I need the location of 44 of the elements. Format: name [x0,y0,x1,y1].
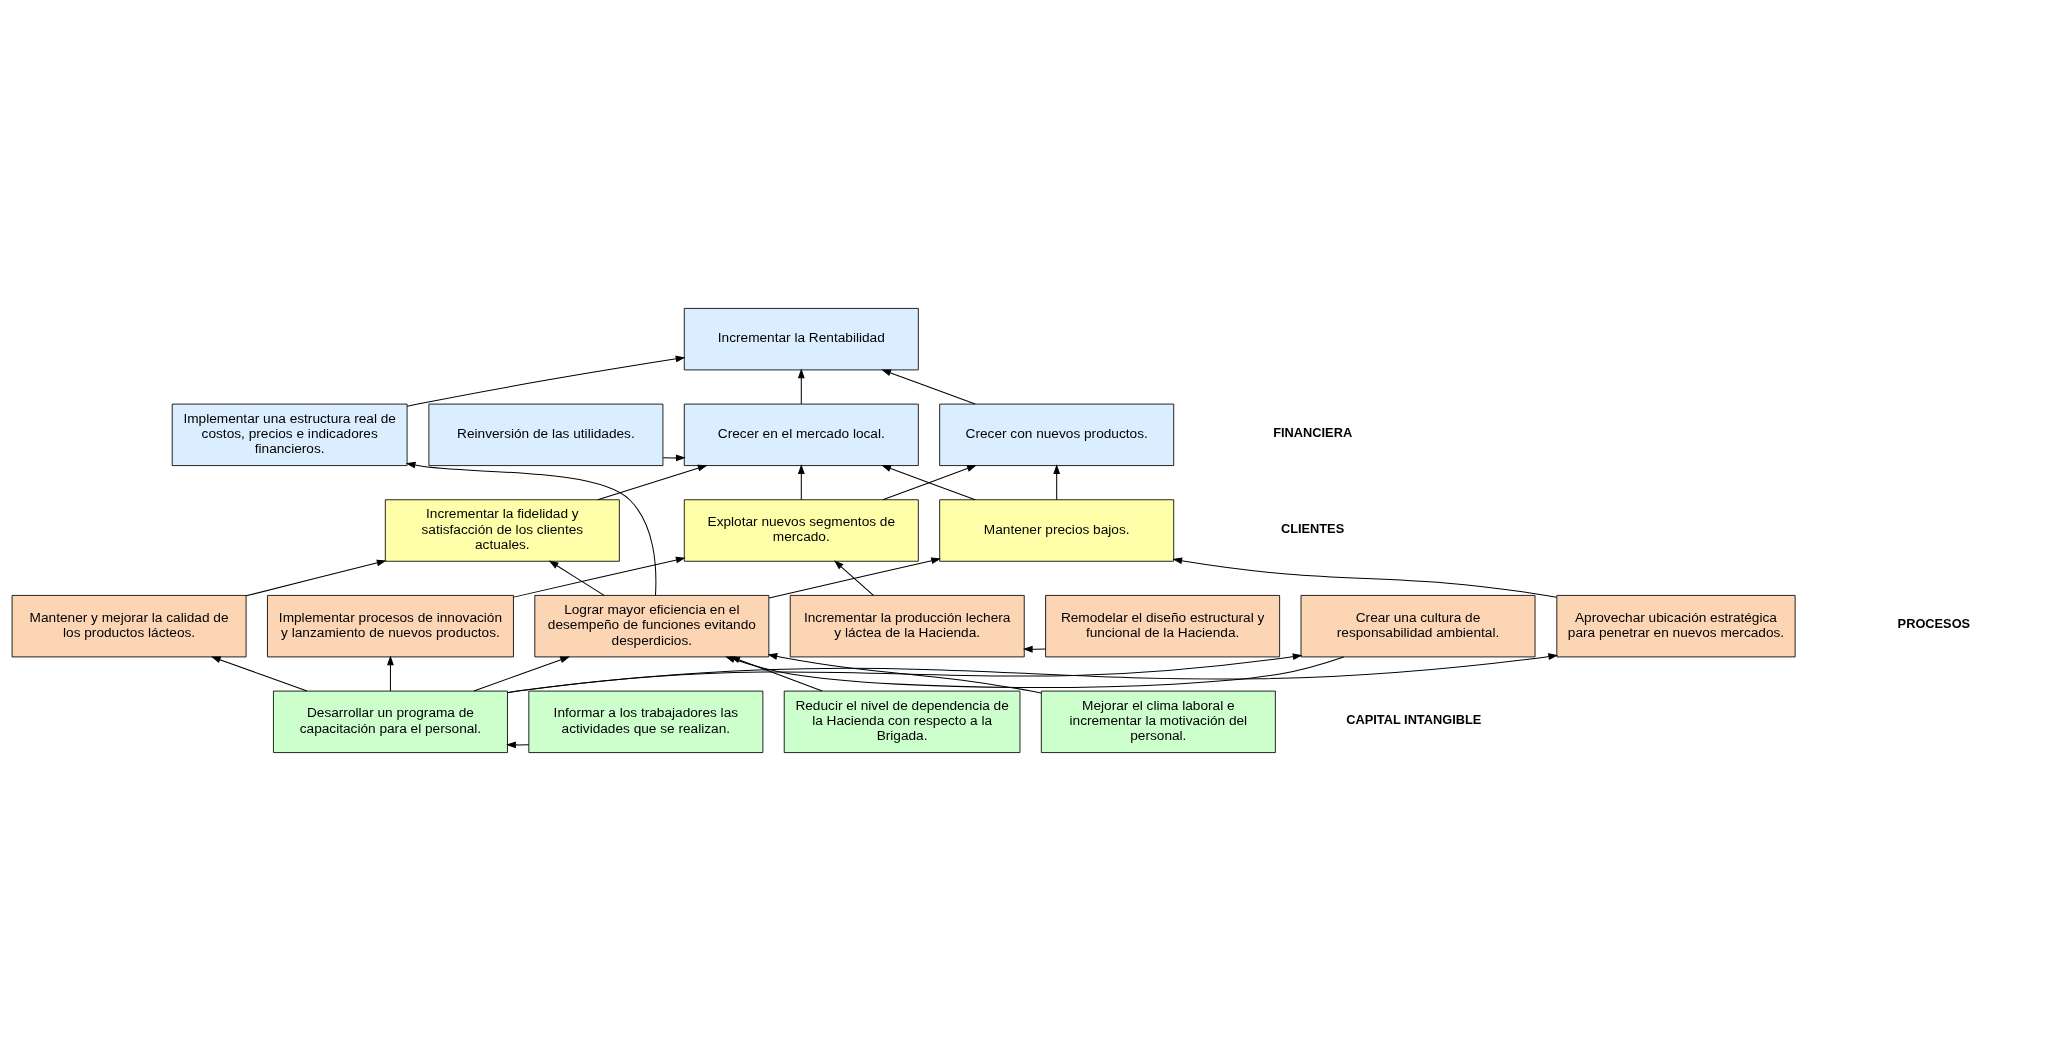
label: FINANCIERA [1273,424,1353,440]
arrow [513,556,686,598]
arrow [473,655,570,691]
node-box: Informar a los trabajadores las actividades que se realizan. [528,690,764,753]
arrow [767,652,1042,694]
node-box: Incrementar la producción lechera y láctea de la Hacienda. [789,594,1025,657]
node-box: Crecer con nuevos productos. [939,403,1175,466]
node-box: Implementar una estructura real de costos, precios e indicadores financieros. [171,403,408,466]
arrow [597,464,708,500]
arrow [797,463,805,500]
arrow [881,368,976,404]
label: PROCESOS [1897,615,1971,631]
node-box: Incrementar la fidelidad y satisfacción de los clientes actuales. [384,498,620,562]
node-box: Incrementar la Rentabilidad [683,307,919,370]
arrow [548,560,605,596]
node-box: Lograr mayor eficiencia en el desempeño de funciones evitando desperdicios. [534,594,770,657]
arrow [1053,463,1061,500]
node-box: Desarrollar un programa de capacitación para el personal. [273,690,508,753]
node-box: Remodelar el diseño estructural y funcional de la Hacienda. [1045,594,1281,657]
arrow [797,368,805,404]
arrow [405,461,657,596]
node-box: Mantener precios bajos. [939,498,1175,562]
node-box: Crear una cultura de responsabilidad ambiental. [1300,594,1536,657]
arrow [1172,556,1558,598]
arrow [662,454,686,461]
arrow [245,559,387,596]
node-box: Reducir el nivel de dependencia de la Hacienda con respecto a la Brigada. [783,690,1021,753]
node-box: Aprovechar ubicación estratégica para penetrar en nuevos mercados. [1556,594,1796,657]
node-box: Explotar nuevos segmentos de mercado. [683,498,919,562]
arrow [387,655,394,691]
node-box: Mantener y mejorar la calidad de los productos lácteos. [11,594,247,657]
arrow [768,556,941,598]
node-box: Crecer en el mercado local. [683,403,919,466]
arrow [1022,645,1046,653]
arrow [730,655,823,691]
node-box: Implementar procesos de innovación y lanzamiento de nuevos productos. [267,594,514,657]
label: CLIENTES [1280,520,1345,536]
node-box: Mejorar el clima laboral e incrementar la motivación del personal. [1040,690,1276,753]
arrow [210,655,308,691]
arrow [406,355,686,407]
node-box: Reinversión de las utilidades. [428,403,664,466]
arrow [506,741,530,748]
arrow [834,559,874,596]
label: CAPITAL INTANGIBLE [1346,711,1482,727]
